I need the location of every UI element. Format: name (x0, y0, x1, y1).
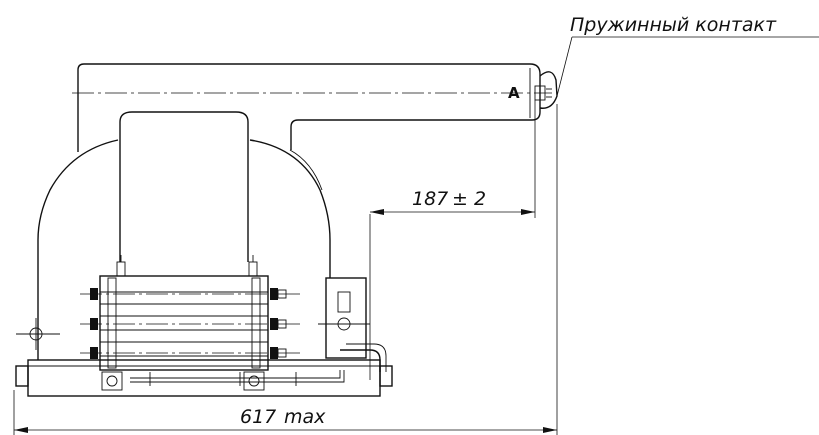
winding-studs (116, 255, 258, 277)
top-busbar-arm (77, 63, 541, 152)
dimension-187-tolerance: ± 2 (452, 188, 486, 210)
spring-contact (534, 71, 558, 109)
dimension-617 (13, 104, 558, 435)
spring-contact-callout (556, 36, 819, 97)
terminal-block (99, 275, 269, 371)
winding-housing (37, 111, 331, 360)
left-bolt (16, 318, 60, 350)
side-box (318, 277, 387, 372)
dimension-187-value: 187 (412, 188, 448, 210)
spring-contact-label: Пружинный контакт (570, 14, 777, 36)
dimension-617-suffix: max (284, 406, 326, 428)
dimension-617-value: 617 (240, 406, 276, 428)
terminal-bolts (90, 288, 287, 359)
base-plate (15, 359, 393, 397)
dimension-187 (369, 100, 536, 380)
view-letter-a: A (508, 84, 520, 102)
